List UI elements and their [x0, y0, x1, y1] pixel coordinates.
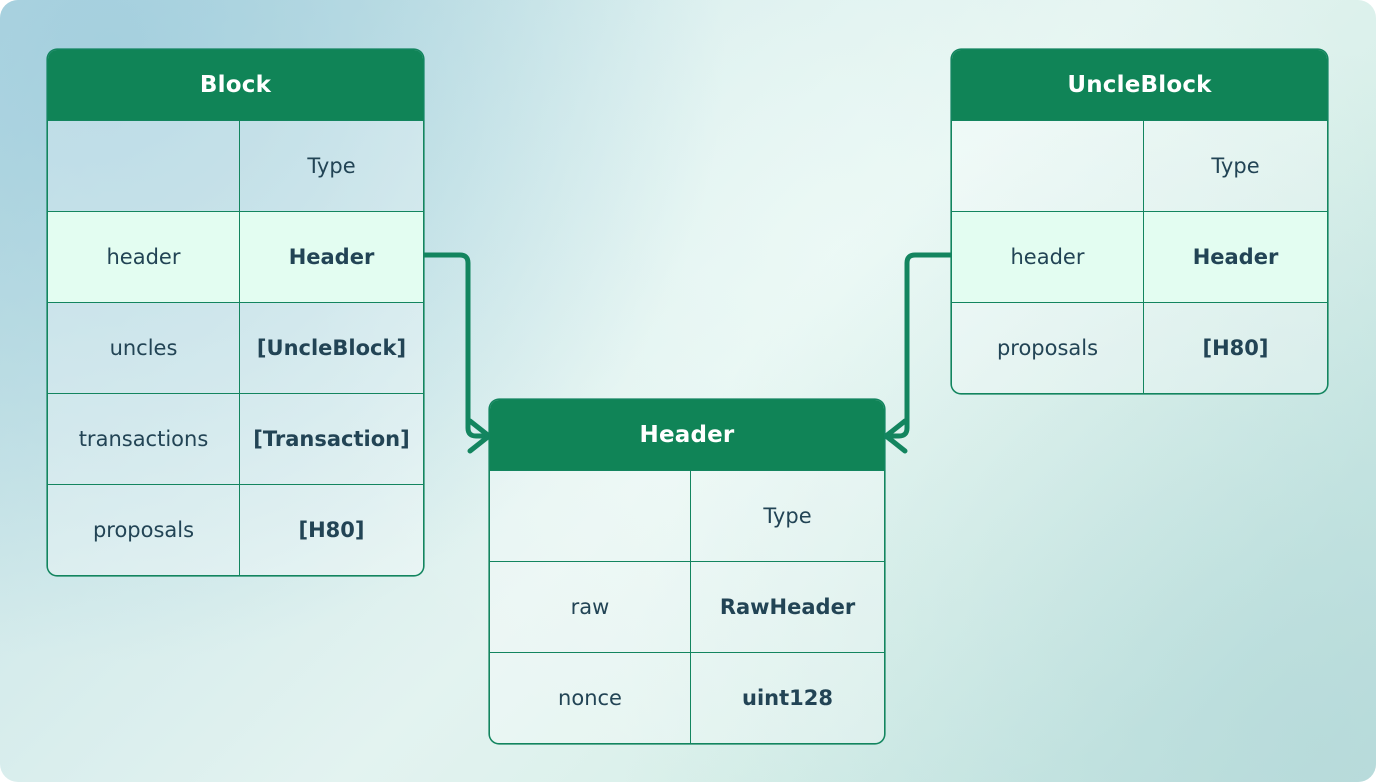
arrowhead-uncleblock-to-header — [883, 418, 908, 454]
field-type-nonce: uint128 — [690, 652, 884, 743]
entity-uncleblock-col-blank — [952, 120, 1144, 212]
field-name-proposals: proposals — [952, 302, 1144, 393]
table-row[interactable]: transactions [Transaction] — [48, 393, 423, 485]
connector-block-to-header — [421, 252, 490, 439]
entity-block[interactable]: Block Type header Header uncles [UncleBl… — [48, 50, 423, 575]
entity-header-col-type: Type — [690, 470, 884, 562]
field-type-proposals: [H80] — [239, 484, 423, 575]
field-type-transactions: [Transaction] — [239, 393, 423, 485]
field-name-nonce: nonce — [490, 652, 691, 743]
entity-uncleblock-table: Type header Header proposals [H80] — [952, 120, 1327, 393]
field-type-header: Header — [239, 211, 423, 303]
table-row[interactable]: raw RawHeader — [490, 561, 884, 653]
field-name-header: header — [952, 211, 1144, 303]
table-row[interactable]: uncles [UncleBlock] — [48, 302, 423, 394]
field-name-header: header — [48, 211, 240, 303]
entity-header[interactable]: Header Type raw RawHeader nonce uint128 — [490, 400, 884, 743]
field-name-transactions: transactions — [48, 393, 240, 485]
table-row[interactable]: proposals [H80] — [48, 484, 423, 575]
entity-block-title: Block — [48, 50, 423, 120]
entity-uncleblock-title: UncleBlock — [952, 50, 1327, 120]
table-header-row: Type — [952, 120, 1327, 212]
entity-header-table: Type raw RawHeader nonce uint128 — [490, 470, 884, 743]
entity-block-col-type: Type — [239, 120, 423, 212]
entity-uncleblock-col-type: Type — [1143, 120, 1327, 212]
table-header-row: Type — [48, 120, 423, 212]
entity-uncleblock[interactable]: UncleBlock Type header Header proposals … — [952, 50, 1327, 393]
field-type-proposals: [H80] — [1143, 302, 1327, 393]
table-row[interactable]: header Header — [48, 211, 423, 303]
entity-header-title: Header — [490, 400, 884, 470]
table-row[interactable]: nonce uint128 — [490, 652, 884, 743]
table-row[interactable]: header Header — [952, 211, 1327, 303]
field-type-header: Header — [1143, 211, 1327, 303]
entity-block-col-blank — [48, 120, 240, 212]
field-type-uncles: [UncleBlock] — [239, 302, 423, 394]
field-name-uncles: uncles — [48, 302, 240, 394]
entity-header-col-blank — [490, 470, 691, 562]
field-name-raw: raw — [490, 561, 691, 653]
table-header-row: Type — [490, 470, 884, 562]
entity-block-table: Type header Header uncles [UncleBlock] t… — [48, 120, 423, 575]
field-type-raw: RawHeader — [690, 561, 884, 653]
table-row[interactable]: proposals [H80] — [952, 302, 1327, 393]
field-name-proposals: proposals — [48, 484, 240, 575]
arrowhead-block-to-header — [467, 418, 492, 454]
connector-uncleblock-to-header — [885, 252, 954, 439]
